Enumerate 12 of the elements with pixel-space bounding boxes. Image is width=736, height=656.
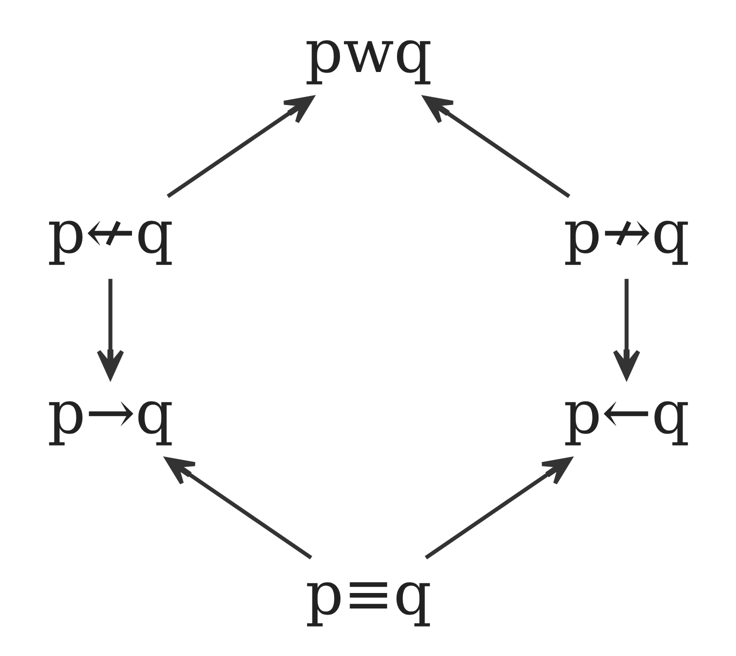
node-text: p→q	[46, 379, 173, 448]
node-text: p←q	[563, 379, 690, 448]
node-text: p≡q	[304, 560, 432, 629]
node-text: p↚q	[46, 198, 173, 268]
arrow	[612, 278, 640, 380]
arrow	[164, 457, 312, 560]
arrow	[422, 96, 570, 198]
arrow	[166, 96, 314, 198]
arrow	[96, 278, 124, 380]
arrow	[424, 457, 572, 560]
node-text: p↛q	[563, 198, 690, 268]
node-text: pwq	[304, 18, 432, 87]
